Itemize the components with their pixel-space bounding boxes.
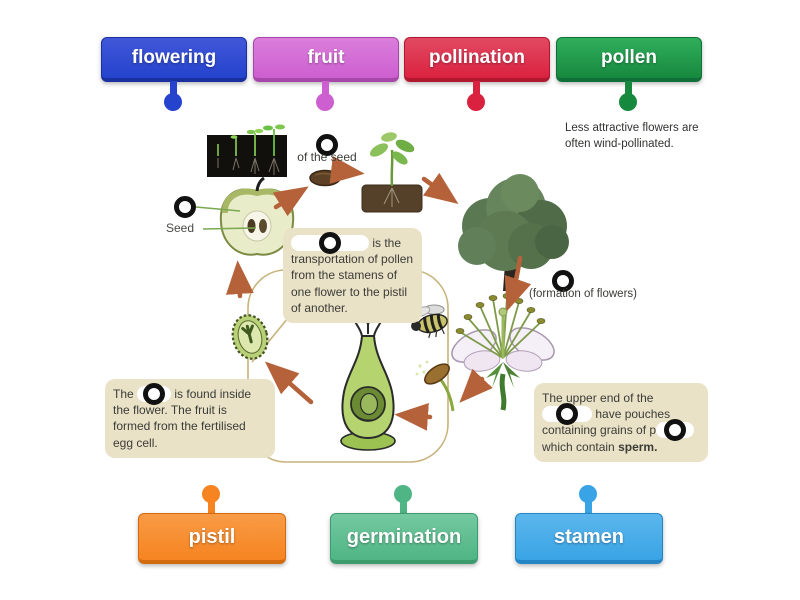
label-germination[interactable]: germination: [330, 513, 478, 564]
stamen-callout-post: which contain: [542, 439, 615, 454]
label-pistil[interactable]: pistil: [138, 513, 286, 564]
pollination-callout-text: is the transportation of pollen from the…: [291, 236, 414, 315]
label-fruit-stem: [321, 81, 329, 95]
formation-of-flowers-caption: (formation of flowers): [528, 288, 637, 300]
label-fruit[interactable]: fruit: [253, 37, 399, 82]
label-stamen[interactable]: stamen: [515, 513, 663, 564]
label-fruit-text: fruit: [307, 47, 345, 68]
pollination-callout: is the transportation of pollen from the…: [283, 228, 422, 323]
label-stamen-stem: [584, 501, 592, 515]
target-pistil[interactable]: [143, 383, 166, 405]
stamen-callout-mid: have pouches containing grains of p: [542, 407, 671, 438]
label-germination-knob[interactable]: [394, 485, 412, 503]
label-pollen[interactable]: pollen: [556, 37, 702, 82]
pistil-callout: The is found inside the flower. The frui…: [105, 379, 275, 458]
germination-soil-photo: [207, 124, 287, 177]
apple-illustration: [195, 176, 295, 256]
seed-pointer-label: Seed: [165, 221, 195, 235]
stamen-illustration: [415, 360, 455, 412]
pistil-callout-pre: The: [113, 387, 134, 401]
label-pollination[interactable]: pollination: [404, 37, 550, 82]
stamen-callout: The upper end of the have pouches contai…: [534, 383, 708, 462]
label-pistil-knob[interactable]: [202, 485, 220, 503]
label-stamen-knob[interactable]: [579, 485, 597, 503]
pistil-callout-post: is found inside the flower. The fruit is…: [113, 387, 252, 450]
of-the-seed-caption: of the seed: [297, 150, 357, 164]
label-pollination-stem: [472, 81, 480, 95]
seed-illustration: [309, 169, 341, 187]
label-fruit-knob[interactable]: [316, 93, 334, 111]
label-pollen-knob[interactable]: [619, 93, 637, 111]
label-pistil-text: pistil: [188, 525, 236, 548]
label-flowering-stem: [169, 81, 177, 95]
target-flowering[interactable]: [552, 270, 574, 292]
label-stamen-text: stamen: [553, 525, 625, 548]
label-flowering-text: flowering: [131, 47, 217, 68]
label-pollination-text: pollination: [428, 47, 526, 68]
label-germination-stem: [399, 501, 407, 515]
label-germination-text: germination: [346, 525, 462, 548]
target-stamen[interactable]: [556, 403, 578, 426]
label-flowering-knob[interactable]: [164, 93, 182, 111]
target-pollination[interactable]: [319, 232, 341, 254]
stamen-callout-pre: The upper end of the: [542, 391, 654, 405]
stamen-blank: [542, 403, 592, 426]
tree-illustration: [458, 174, 569, 291]
target-germination-of-seed[interactable]: [316, 134, 338, 156]
stamen-callout-bold: sperm.: [618, 439, 658, 454]
pollen-blank: [656, 419, 695, 442]
wind-pollination-note: Less attractive flowers are often wind-p…: [565, 122, 699, 150]
seedling-illustration: [361, 132, 423, 213]
pistil-blank: [137, 383, 172, 405]
target-pollen[interactable]: [664, 419, 687, 442]
pistil-illustration: [340, 307, 396, 451]
label-pollen-stem: [624, 81, 632, 95]
label-flowering[interactable]: flowering: [101, 37, 247, 82]
label-pollen-text: pollen: [601, 47, 657, 68]
target-fruit[interactable]: [174, 196, 196, 218]
label-pistil-stem: [207, 501, 215, 515]
label-pollination-knob[interactable]: [467, 93, 485, 111]
pollination-blank: [291, 232, 369, 254]
ovule-illustration: [231, 314, 269, 360]
